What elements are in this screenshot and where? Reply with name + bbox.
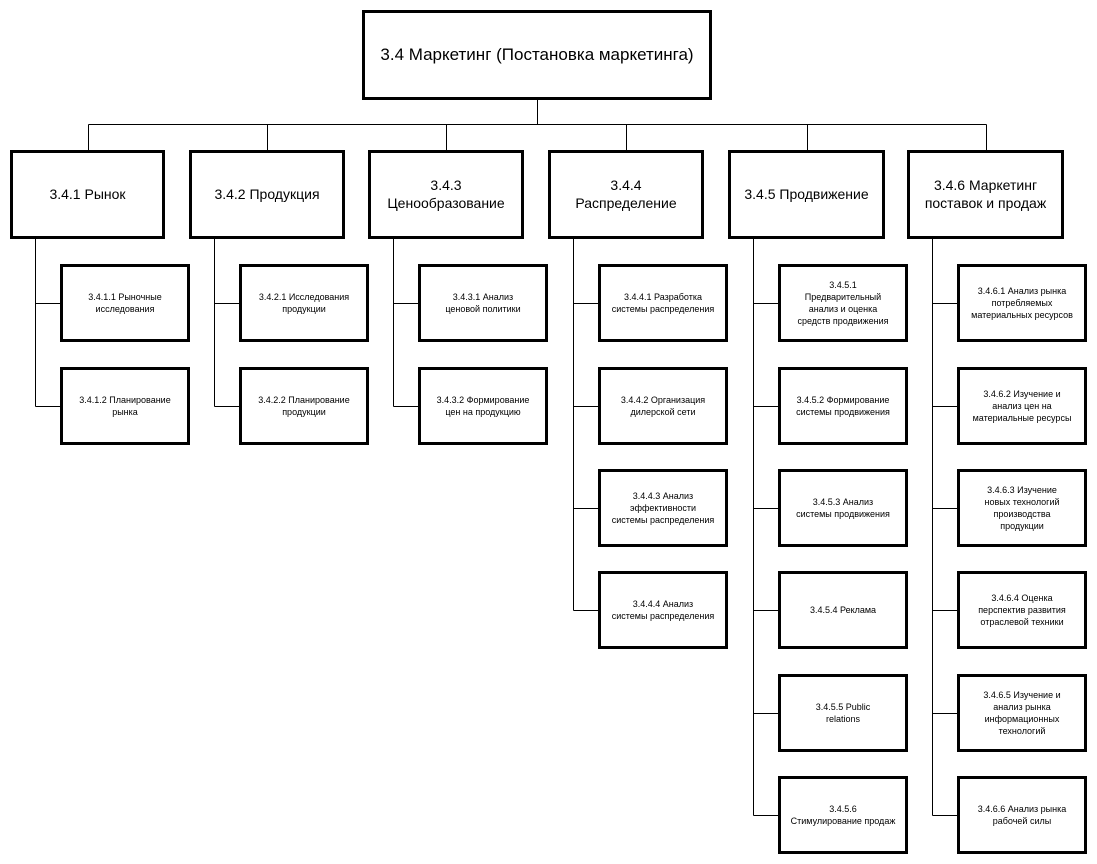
child-stimulirovanie-prodazh: 3.4.5.6 Стимулирование продаж bbox=[778, 776, 908, 854]
child-formirovanie-sistemy-prodvizheniya: 3.4.5.2 Формирование системы продвижения bbox=[778, 367, 908, 445]
group-raspredelenie: 3.4.4 Распределение bbox=[548, 150, 704, 239]
child-razrabotka-sistemy-raspredeleniya: 3.4.4.1 Разработка системы распределения bbox=[598, 264, 728, 342]
child-planirovanie-produktsii: 3.4.2.2 Планирование продукции bbox=[239, 367, 369, 445]
child-novye-tekhnologii: 3.4.6.3 Изучение новых технологий произв… bbox=[957, 469, 1087, 547]
child-planirovanie-rynka: 3.4.1.2 Планирование рынка bbox=[60, 367, 190, 445]
child-analiz-tsenovoy-politiki: 3.4.3.1 Анализ ценовой политики bbox=[418, 264, 548, 342]
child-analiz-sistemy-prodvizheniya: 3.4.5.3 Анализ системы продвижения bbox=[778, 469, 908, 547]
child-perspektivy-tekhniki: 3.4.6.4 Оценка перспектив развития отрас… bbox=[957, 571, 1087, 649]
group-rynok: 3.4.1 Рынок bbox=[10, 150, 165, 239]
child-formirovanie-tsen: 3.4.3.2 Формирование цен на продукцию bbox=[418, 367, 548, 445]
child-rynochnye-issledovaniya: 3.4.1.1 Рыночные исследования bbox=[60, 264, 190, 342]
child-analiz-tsen-na-resursy: 3.4.6.2 Изучение и анализ цен на материа… bbox=[957, 367, 1087, 445]
child-analiz-effektivnosti-raspredeleniya: 3.4.4.3 Анализ эффективности системы рас… bbox=[598, 469, 728, 547]
child-organizatsiya-dilerskoy-seti: 3.4.4.2 Организация дилерской сети bbox=[598, 367, 728, 445]
group-produktsiya: 3.4.2 Продукция bbox=[189, 150, 345, 239]
child-public-relations: 3.4.5.5 Public relations bbox=[778, 674, 908, 752]
child-rynok-it: 3.4.6.5 Изучение и анализ рынка информац… bbox=[957, 674, 1087, 752]
group-tsenoobrazovanie: 3.4.3 Ценообразование bbox=[368, 150, 524, 239]
child-reklama: 3.4.5.4 Реклама bbox=[778, 571, 908, 649]
root-node: 3.4 Маркетинг (Постановка маркетинга) bbox=[362, 10, 712, 100]
group-prodvizhenie: 3.4.5 Продвижение bbox=[728, 150, 885, 239]
child-predvaritelnyy-analiz-prodvizheniya: 3.4.5.1 Предварительный анализ и оценка … bbox=[778, 264, 908, 342]
group-marketing-postavok: 3.4.6 Маркетинг поставок и продаж bbox=[907, 150, 1064, 239]
child-issledovaniya-produktsii: 3.4.2.1 Исследования продукции bbox=[239, 264, 369, 342]
child-rynok-rabochey-sily: 3.4.6.6 Анализ рынка рабочей силы bbox=[957, 776, 1087, 854]
child-analiz-sistemy-raspredeleniya: 3.4.4.4 Анализ системы распределения bbox=[598, 571, 728, 649]
child-analiz-rynka-resursov: 3.4.6.1 Анализ рынка потребляемых матери… bbox=[957, 264, 1087, 342]
